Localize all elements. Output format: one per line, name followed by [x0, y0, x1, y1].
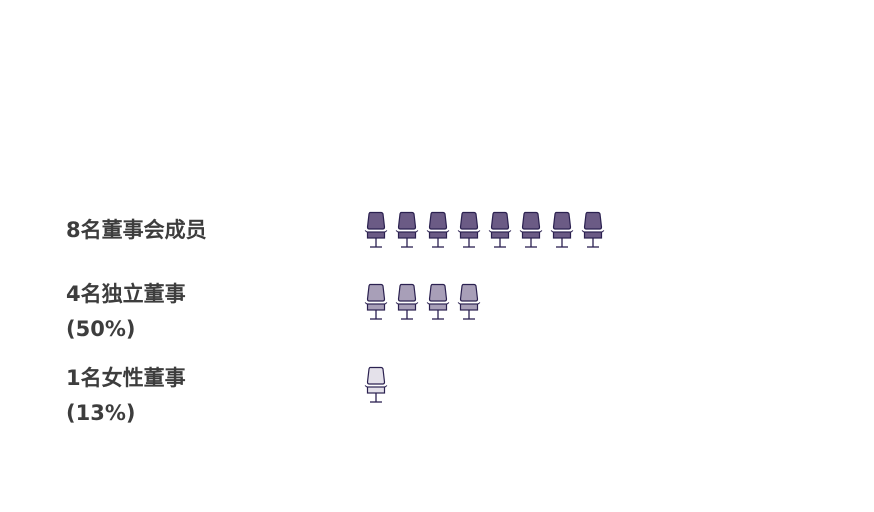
chair-icon	[426, 283, 450, 320]
chair-row-board	[364, 211, 605, 249]
chair-icon	[519, 211, 543, 248]
label-percent: (13%)	[66, 401, 136, 425]
chair-icon	[364, 211, 388, 248]
chair-icon	[364, 283, 388, 320]
label-text: 4名独立董事	[66, 282, 186, 306]
chair-icon	[395, 283, 419, 320]
label-percent: (50%)	[66, 317, 136, 341]
chair-row-independent	[364, 283, 481, 321]
chair-icon	[457, 211, 481, 248]
chair-icon	[364, 366, 388, 403]
chair-icon	[488, 211, 512, 248]
label-text: 8名董事会成员	[66, 218, 207, 242]
label-independent-directors: 4名独立董事 (50%)	[66, 277, 186, 347]
label-board-members: 8名董事会成员	[66, 213, 207, 248]
chair-row-female	[364, 366, 388, 404]
chair-icon	[581, 211, 605, 248]
chair-icon	[550, 211, 574, 248]
chair-icon	[395, 211, 419, 248]
chair-icon	[457, 283, 481, 320]
chair-icon	[426, 211, 450, 248]
label-text: 1名女性董事	[66, 366, 186, 390]
label-female-directors: 1名女性董事 (13%)	[66, 361, 186, 431]
